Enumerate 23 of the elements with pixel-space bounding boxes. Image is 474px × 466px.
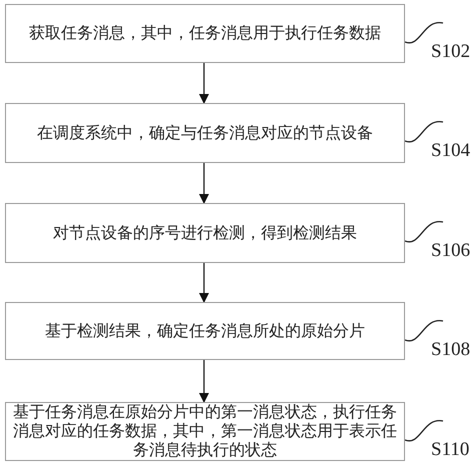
process-box [5,302,405,360]
leader-line [404,420,444,442]
step-number: S102 [431,22,473,62]
process-box [5,103,405,163]
leader-line [404,221,444,242]
step-text: 获取任务消息，其中，任务消息用于执行任务数据 [29,24,381,43]
step-number: S110 [431,420,473,460]
leader-line [404,22,444,44]
arrow [199,360,209,403]
leader-line [404,320,444,342]
step-text: 对节点设备的序号进行检测，得到检测结果 [53,224,357,242]
arrow [199,263,209,303]
step-number: S104 [431,121,473,161]
process-box [5,203,405,263]
step-number: S106 [431,221,473,261]
arrow [199,163,209,204]
step-text: 基于检测结果，确定任务消息所处的原始分片 [45,322,365,340]
step-number: S108 [431,320,473,360]
leader-line [404,121,444,142]
arrow [199,63,209,104]
step-text: 基于任务消息在原始分片中的第一消息状态，执行任务消息对应的任务数据，其中，第一消息状态用于表示任务消息待执行的状态 [12,403,398,460]
step-text: 在调度系统中，确定与任务消息对应的节点设备 [37,124,373,142]
process-box [5,4,405,63]
